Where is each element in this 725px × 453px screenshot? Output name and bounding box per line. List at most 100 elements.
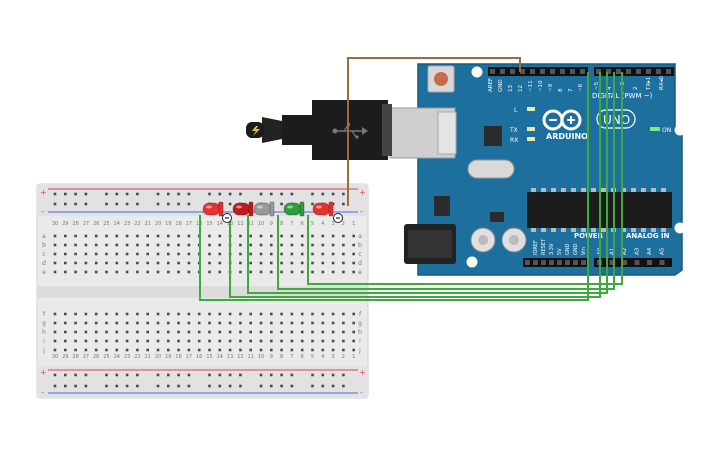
terminal-hole[interactable] [259,339,263,343]
terminal-hole[interactable] [136,339,139,343]
terminal-hole[interactable] [94,243,98,247]
terminal-hole[interactable] [321,330,325,334]
terminal-hole[interactable] [352,243,355,247]
header-hole[interactable] [581,260,586,265]
terminal-hole[interactable] [197,348,201,352]
terminal-hole[interactable] [136,321,139,325]
terminal-hole[interactable] [105,312,108,316]
terminal-hole[interactable] [331,270,335,274]
rail-hole[interactable] [136,192,139,196]
terminal-hole[interactable] [64,234,67,238]
terminal-hole[interactable] [167,270,170,274]
terminal-hole[interactable] [280,270,283,274]
terminal-hole[interactable] [259,312,263,316]
terminal-hole[interactable] [331,321,335,325]
header-hole[interactable] [666,69,671,74]
terminal-hole[interactable] [342,252,345,256]
terminal-hole[interactable] [64,243,67,247]
terminal-hole[interactable] [64,348,67,352]
terminal-hole[interactable] [94,348,98,352]
rail-hole[interactable] [53,384,57,388]
terminal-hole[interactable] [249,321,252,325]
terminal-hole[interactable] [105,348,108,352]
terminal-hole[interactable] [321,252,325,256]
terminal-hole[interactable] [321,261,325,265]
terminal-hole[interactable] [74,270,77,274]
rail-hole[interactable] [228,373,232,377]
terminal-hole[interactable] [321,270,325,274]
rail-hole[interactable] [208,373,211,377]
terminal-hole[interactable] [259,330,263,334]
terminal-hole[interactable] [249,348,252,352]
wire-end-icon[interactable] [222,213,232,223]
terminal-hole[interactable] [64,261,67,265]
terminal-hole[interactable] [84,321,88,325]
terminal-hole[interactable] [321,321,325,325]
header-hole[interactable] [490,69,495,74]
terminal-hole[interactable] [331,261,335,265]
terminal-hole[interactable] [249,312,252,316]
terminal-hole[interactable] [321,348,325,352]
rail-hole[interactable] [53,192,57,196]
terminal-hole[interactable] [125,312,129,316]
terminal-hole[interactable] [270,330,273,334]
terminal-hole[interactable] [53,330,57,334]
header-hole[interactable] [636,69,641,74]
rail-hole[interactable] [64,373,67,377]
rail-hole[interactable] [187,192,191,196]
terminal-hole[interactable] [74,339,77,343]
rail-hole[interactable] [218,373,222,377]
terminal-hole[interactable] [64,330,67,334]
terminal-hole[interactable] [228,312,232,316]
terminal-hole[interactable] [239,321,242,325]
terminal-hole[interactable] [125,261,129,265]
rail-hole[interactable] [331,192,335,196]
terminal-hole[interactable] [342,348,345,352]
rail-hole[interactable] [125,384,129,388]
terminal-hole[interactable] [218,348,222,352]
rail-hole[interactable] [187,202,191,206]
terminal-hole[interactable] [218,270,222,274]
terminal-hole[interactable] [136,261,139,265]
terminal-hole[interactable] [270,270,273,274]
terminal-hole[interactable] [239,312,242,316]
rail-hole[interactable] [270,192,273,196]
terminal-hole[interactable] [197,312,201,316]
rail-hole[interactable] [105,202,108,206]
terminal-hole[interactable] [146,270,149,274]
rail-hole[interactable] [136,373,139,377]
terminal-hole[interactable] [331,234,335,238]
terminal-hole[interactable] [167,348,170,352]
terminal-hole[interactable] [311,252,314,256]
terminal-hole[interactable] [146,330,149,334]
wire-end-icon[interactable] [333,213,343,223]
rail-hole[interactable] [321,384,325,388]
terminal-hole[interactable] [311,330,314,334]
terminal-hole[interactable] [105,261,108,265]
terminal-hole[interactable] [187,234,191,238]
terminal-hole[interactable] [290,234,294,238]
terminal-hole[interactable] [208,312,211,316]
header-hole[interactable] [596,69,601,74]
rail-hole[interactable] [208,192,211,196]
terminal-hole[interactable] [249,234,252,238]
terminal-hole[interactable] [177,252,180,256]
terminal-hole[interactable] [239,330,242,334]
terminal-hole[interactable] [84,252,88,256]
header-hole[interactable] [560,69,565,74]
terminal-hole[interactable] [177,243,180,247]
terminal-hole[interactable] [84,312,88,316]
terminal-hole[interactable] [239,234,242,238]
terminal-hole[interactable] [342,261,345,265]
terminal-hole[interactable] [53,252,57,256]
terminal-hole[interactable] [74,261,77,265]
header-hole[interactable] [659,260,665,265]
rail-hole[interactable] [53,202,57,206]
terminal-hole[interactable] [290,252,294,256]
terminal-hole[interactable] [146,243,149,247]
terminal-hole[interactable] [64,339,67,343]
rail-hole[interactable] [259,384,263,388]
rail-hole[interactable] [64,192,67,196]
arduino-board[interactable]: L TX RX ON DIGITAL (PWM ~) POWER ANALOG … [389,63,686,276]
rail-hole[interactable] [177,192,180,196]
